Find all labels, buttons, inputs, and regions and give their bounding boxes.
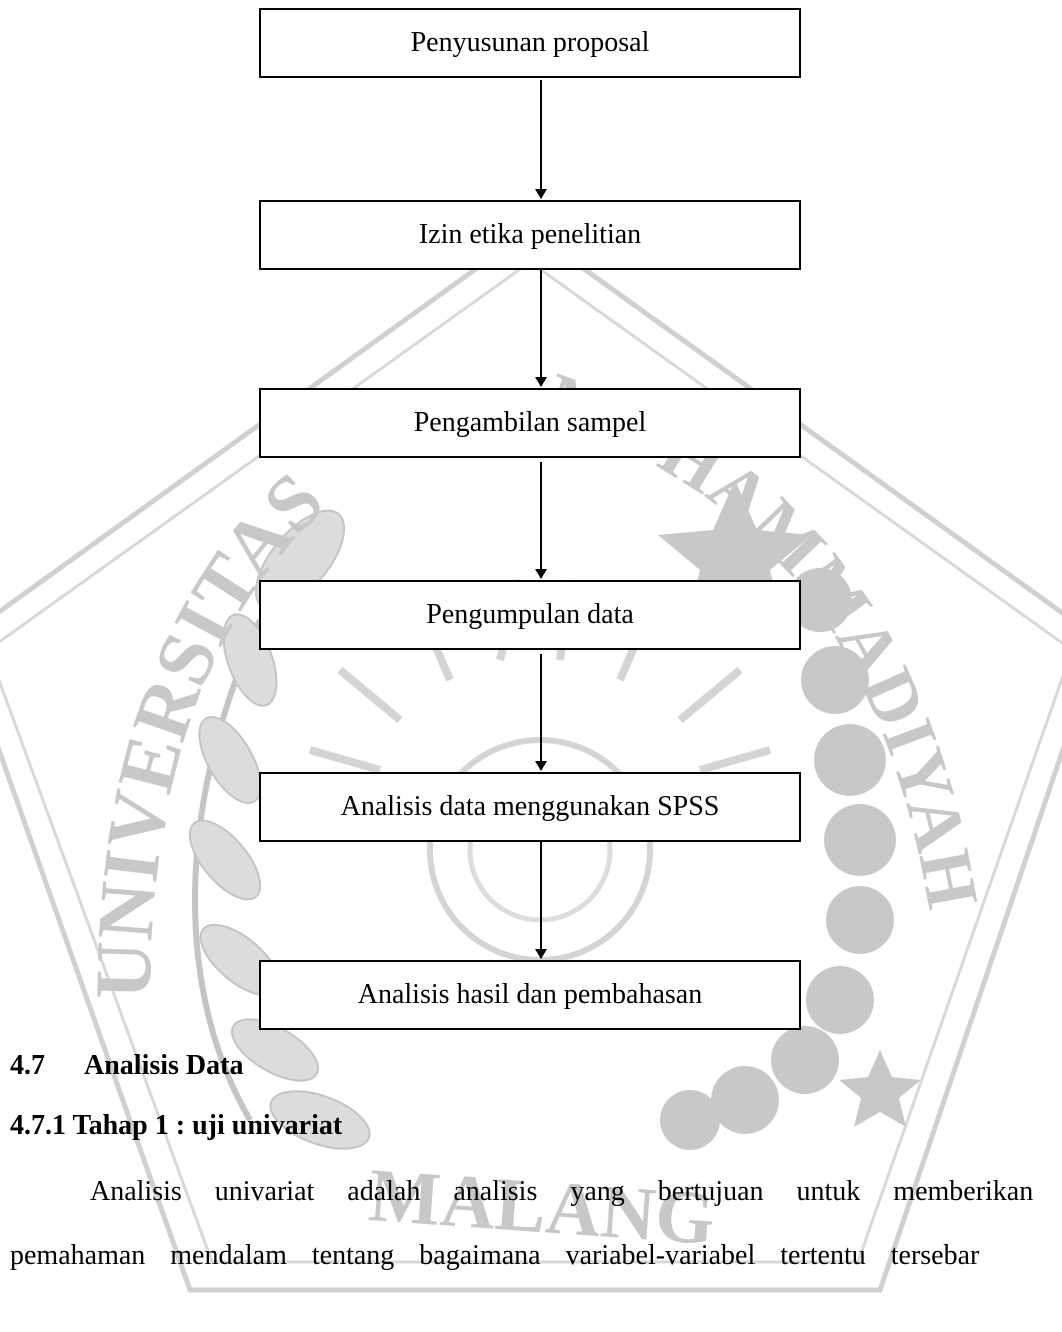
step-box-4: Pengumpulan data [259, 580, 801, 650]
section-number: 4.7 [10, 1050, 45, 1081]
star-small [839, 1050, 921, 1127]
body-paragraph: Analisis univariat adalah analisis yang … [10, 1160, 1062, 1288]
step-box-3: Pengambilan sampel [259, 388, 801, 458]
paragraph-line-2: pemahaman mendalam tentang bagaimana var… [10, 1240, 980, 1271]
subsection-number: 4.7.1 [10, 1110, 66, 1141]
step-box-5: Analisis data menggunakan SPSS [259, 772, 801, 842]
section-title: Analisis Data [84, 1050, 244, 1081]
subsection-heading: 4.7.1 Tahap 1 : uji univariat [10, 1110, 342, 1142]
step-box-2: Izin etika penelitian [259, 200, 801, 270]
section-heading: 4.7 Analisis Data [10, 1050, 243, 1082]
seal-pentagon-inner [0, 260, 1062, 1264]
subsection-title: Tahap 1 : uji univariat [72, 1110, 343, 1141]
paragraph-line-1: Analisis univariat adalah analisis yang … [90, 1176, 1034, 1207]
step-box-1: Penyusunan proposal [259, 8, 801, 78]
cotton-right [660, 568, 896, 1150]
seal-pentagon-outer [0, 226, 1062, 1293]
step-box-6: Analisis hasil dan pembahasan [259, 960, 801, 1030]
